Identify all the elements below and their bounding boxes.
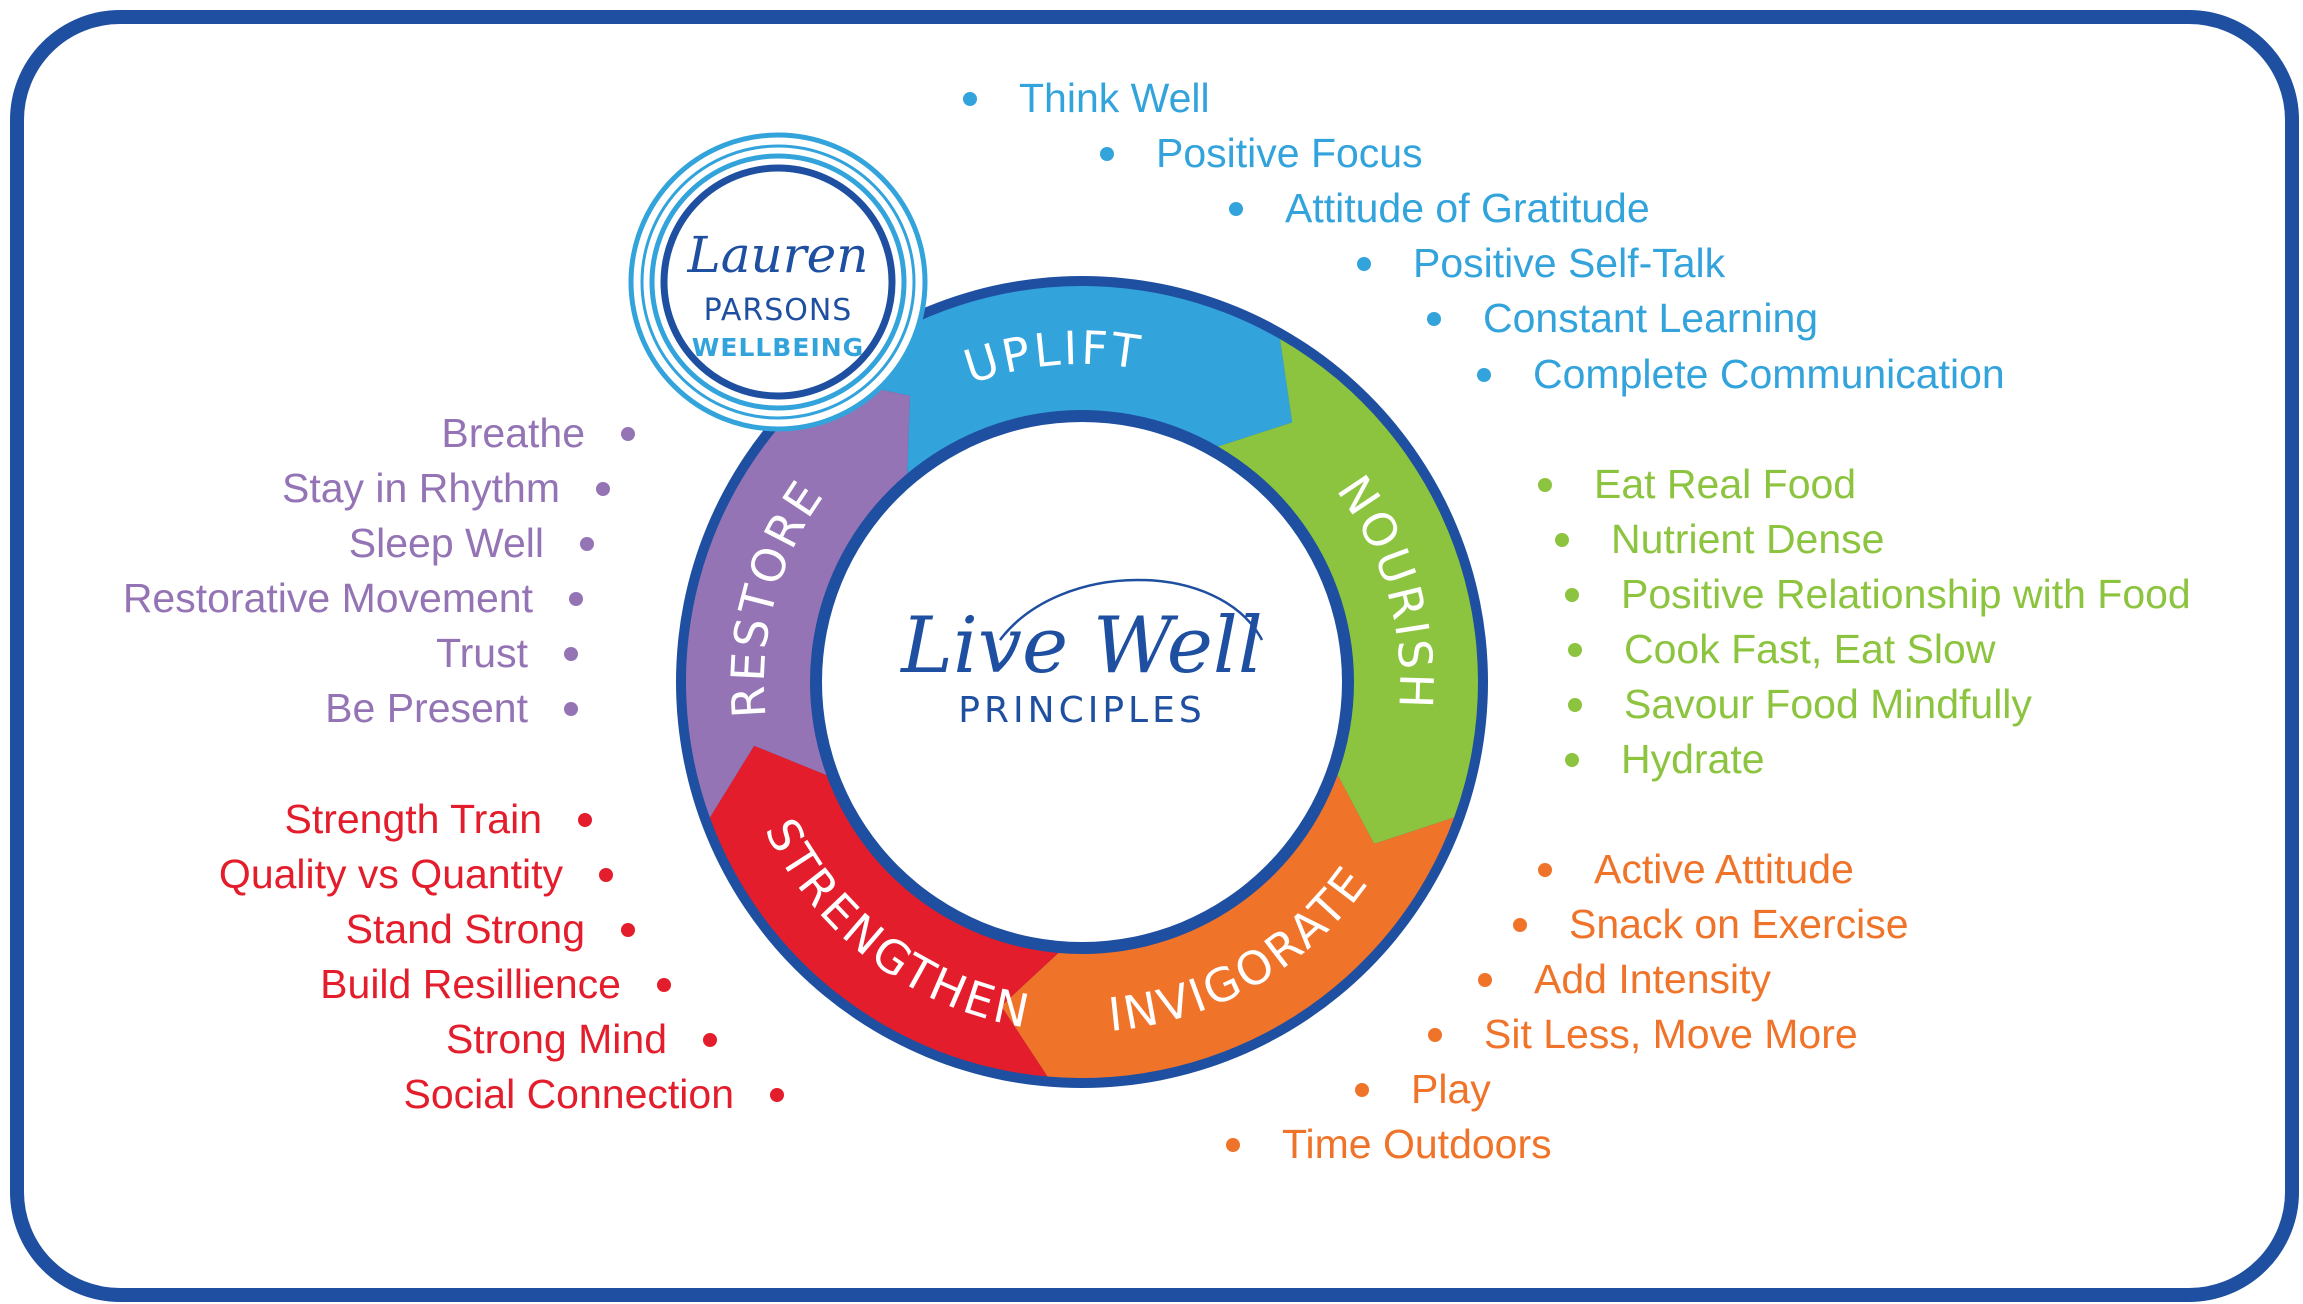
uplift-bullet-icon bbox=[963, 92, 977, 106]
restore-bullet-icon bbox=[621, 427, 635, 441]
uplift-bullet-icon bbox=[1477, 368, 1491, 382]
invigorate-bullet-icon bbox=[1355, 1083, 1369, 1097]
strengthen-bullet-icon bbox=[599, 868, 613, 882]
invigorate-list-item: Snack on Exercise bbox=[1569, 901, 1909, 947]
invigorate-bullet-icon bbox=[1428, 1028, 1442, 1042]
wheel-center bbox=[822, 422, 1342, 942]
strengthen-bullet-icon bbox=[770, 1088, 784, 1102]
logo-badge: Lauren PARSONS WELLBEING bbox=[628, 132, 928, 432]
center-subtitle: PRINCIPLES bbox=[958, 690, 1205, 731]
uplift-list-item: Positive Focus bbox=[1156, 130, 1423, 176]
restore-list-item: Trust bbox=[436, 630, 528, 676]
strengthen-bullet-icon bbox=[621, 923, 635, 937]
segment-uplift bbox=[827, 286, 1293, 474]
center-flourish bbox=[999, 578, 1264, 641]
nourish-bullet-icon bbox=[1568, 643, 1582, 657]
strengthen-list-item: Build Resillience bbox=[320, 961, 621, 1007]
wheel-segments bbox=[686, 286, 1478, 1078]
logo-name: Lauren bbox=[687, 226, 869, 284]
nourish-list-item: Nutrient Dense bbox=[1611, 516, 1884, 562]
nourish-bullet-icon bbox=[1565, 753, 1579, 767]
invigorate-bullet-icon bbox=[1538, 863, 1552, 877]
segment-invigorate bbox=[1001, 775, 1455, 1078]
restore-list-item: Sleep Well bbox=[349, 520, 544, 566]
invigorate-bullet-icon bbox=[1226, 1138, 1240, 1152]
center-title: Live Well bbox=[899, 601, 1263, 691]
restore-bullet-icon bbox=[580, 537, 594, 551]
nourish-bullet-icon bbox=[1555, 533, 1569, 547]
segment-restore bbox=[686, 378, 910, 818]
nourish-list-item: Cook Fast, Eat Slow bbox=[1624, 626, 1996, 672]
restore-bullet-icon bbox=[564, 647, 578, 661]
restore-bullet-icon bbox=[596, 482, 610, 496]
restore-bullet-icon bbox=[569, 592, 583, 606]
logo-surname: PARSONS bbox=[704, 293, 853, 328]
logo-tagline: WELLBEING bbox=[692, 333, 864, 362]
uplift-bullet-icon bbox=[1357, 257, 1371, 271]
uplift-list-item: Constant Learning bbox=[1483, 295, 1818, 341]
restore-list-item: Breathe bbox=[441, 410, 585, 456]
strengthen-list-item: Stand Strong bbox=[346, 906, 585, 952]
invigorate-bullet-icon bbox=[1478, 973, 1492, 987]
segment-strengthen bbox=[709, 745, 1059, 1077]
strengthen-list-item: Strength Train bbox=[284, 796, 542, 842]
nourish-list-item: Savour Food Mindfully bbox=[1624, 681, 2032, 727]
restore-bullet-icon bbox=[564, 702, 578, 716]
strengthen-list-item: Quality vs Quantity bbox=[219, 851, 564, 897]
strengthen-list-item: Social Connection bbox=[404, 1071, 734, 1117]
uplift-bullet-icon bbox=[1100, 147, 1114, 161]
nourish-bullet-icon bbox=[1565, 588, 1579, 602]
nourish-list-item: Hydrate bbox=[1621, 736, 1765, 782]
strengthen-list-item: Strong Mind bbox=[446, 1016, 667, 1062]
invigorate-list-item: Play bbox=[1411, 1066, 1491, 1112]
invigorate-list-item: Sit Less, Move More bbox=[1484, 1011, 1858, 1057]
segment-nourish bbox=[1218, 339, 1478, 844]
uplift-list-item: Complete Communication bbox=[1533, 351, 2005, 397]
uplift-list-item: Positive Self-Talk bbox=[1413, 240, 1726, 286]
uplift-bullet-icon bbox=[1229, 202, 1243, 216]
nourish-list-item: Positive Relationship with Food bbox=[1621, 571, 2191, 617]
nourish-bullet-icon bbox=[1538, 478, 1552, 492]
strengthen-bullet-icon bbox=[703, 1033, 717, 1047]
invigorate-list-item: Add Intensity bbox=[1534, 956, 1772, 1002]
restore-list-item: Be Present bbox=[325, 685, 528, 731]
restore-list-item: Stay in Rhythm bbox=[282, 465, 560, 511]
restore-list-item: Restorative Movement bbox=[123, 575, 534, 621]
uplift-list-item: Attitude of Gratitude bbox=[1285, 185, 1650, 231]
nourish-bullet-icon bbox=[1568, 698, 1582, 712]
uplift-list-item: Think Well bbox=[1019, 75, 1210, 121]
invigorate-bullet-icon bbox=[1513, 918, 1527, 932]
uplift-bullet-icon bbox=[1427, 312, 1441, 326]
strengthen-bullet-icon bbox=[578, 813, 592, 827]
invigorate-list-item: Active Attitude bbox=[1594, 846, 1854, 892]
strengthen-bullet-icon bbox=[657, 978, 671, 992]
invigorate-list-item: Time Outdoors bbox=[1282, 1121, 1552, 1167]
nourish-list-item: Eat Real Food bbox=[1594, 461, 1856, 507]
